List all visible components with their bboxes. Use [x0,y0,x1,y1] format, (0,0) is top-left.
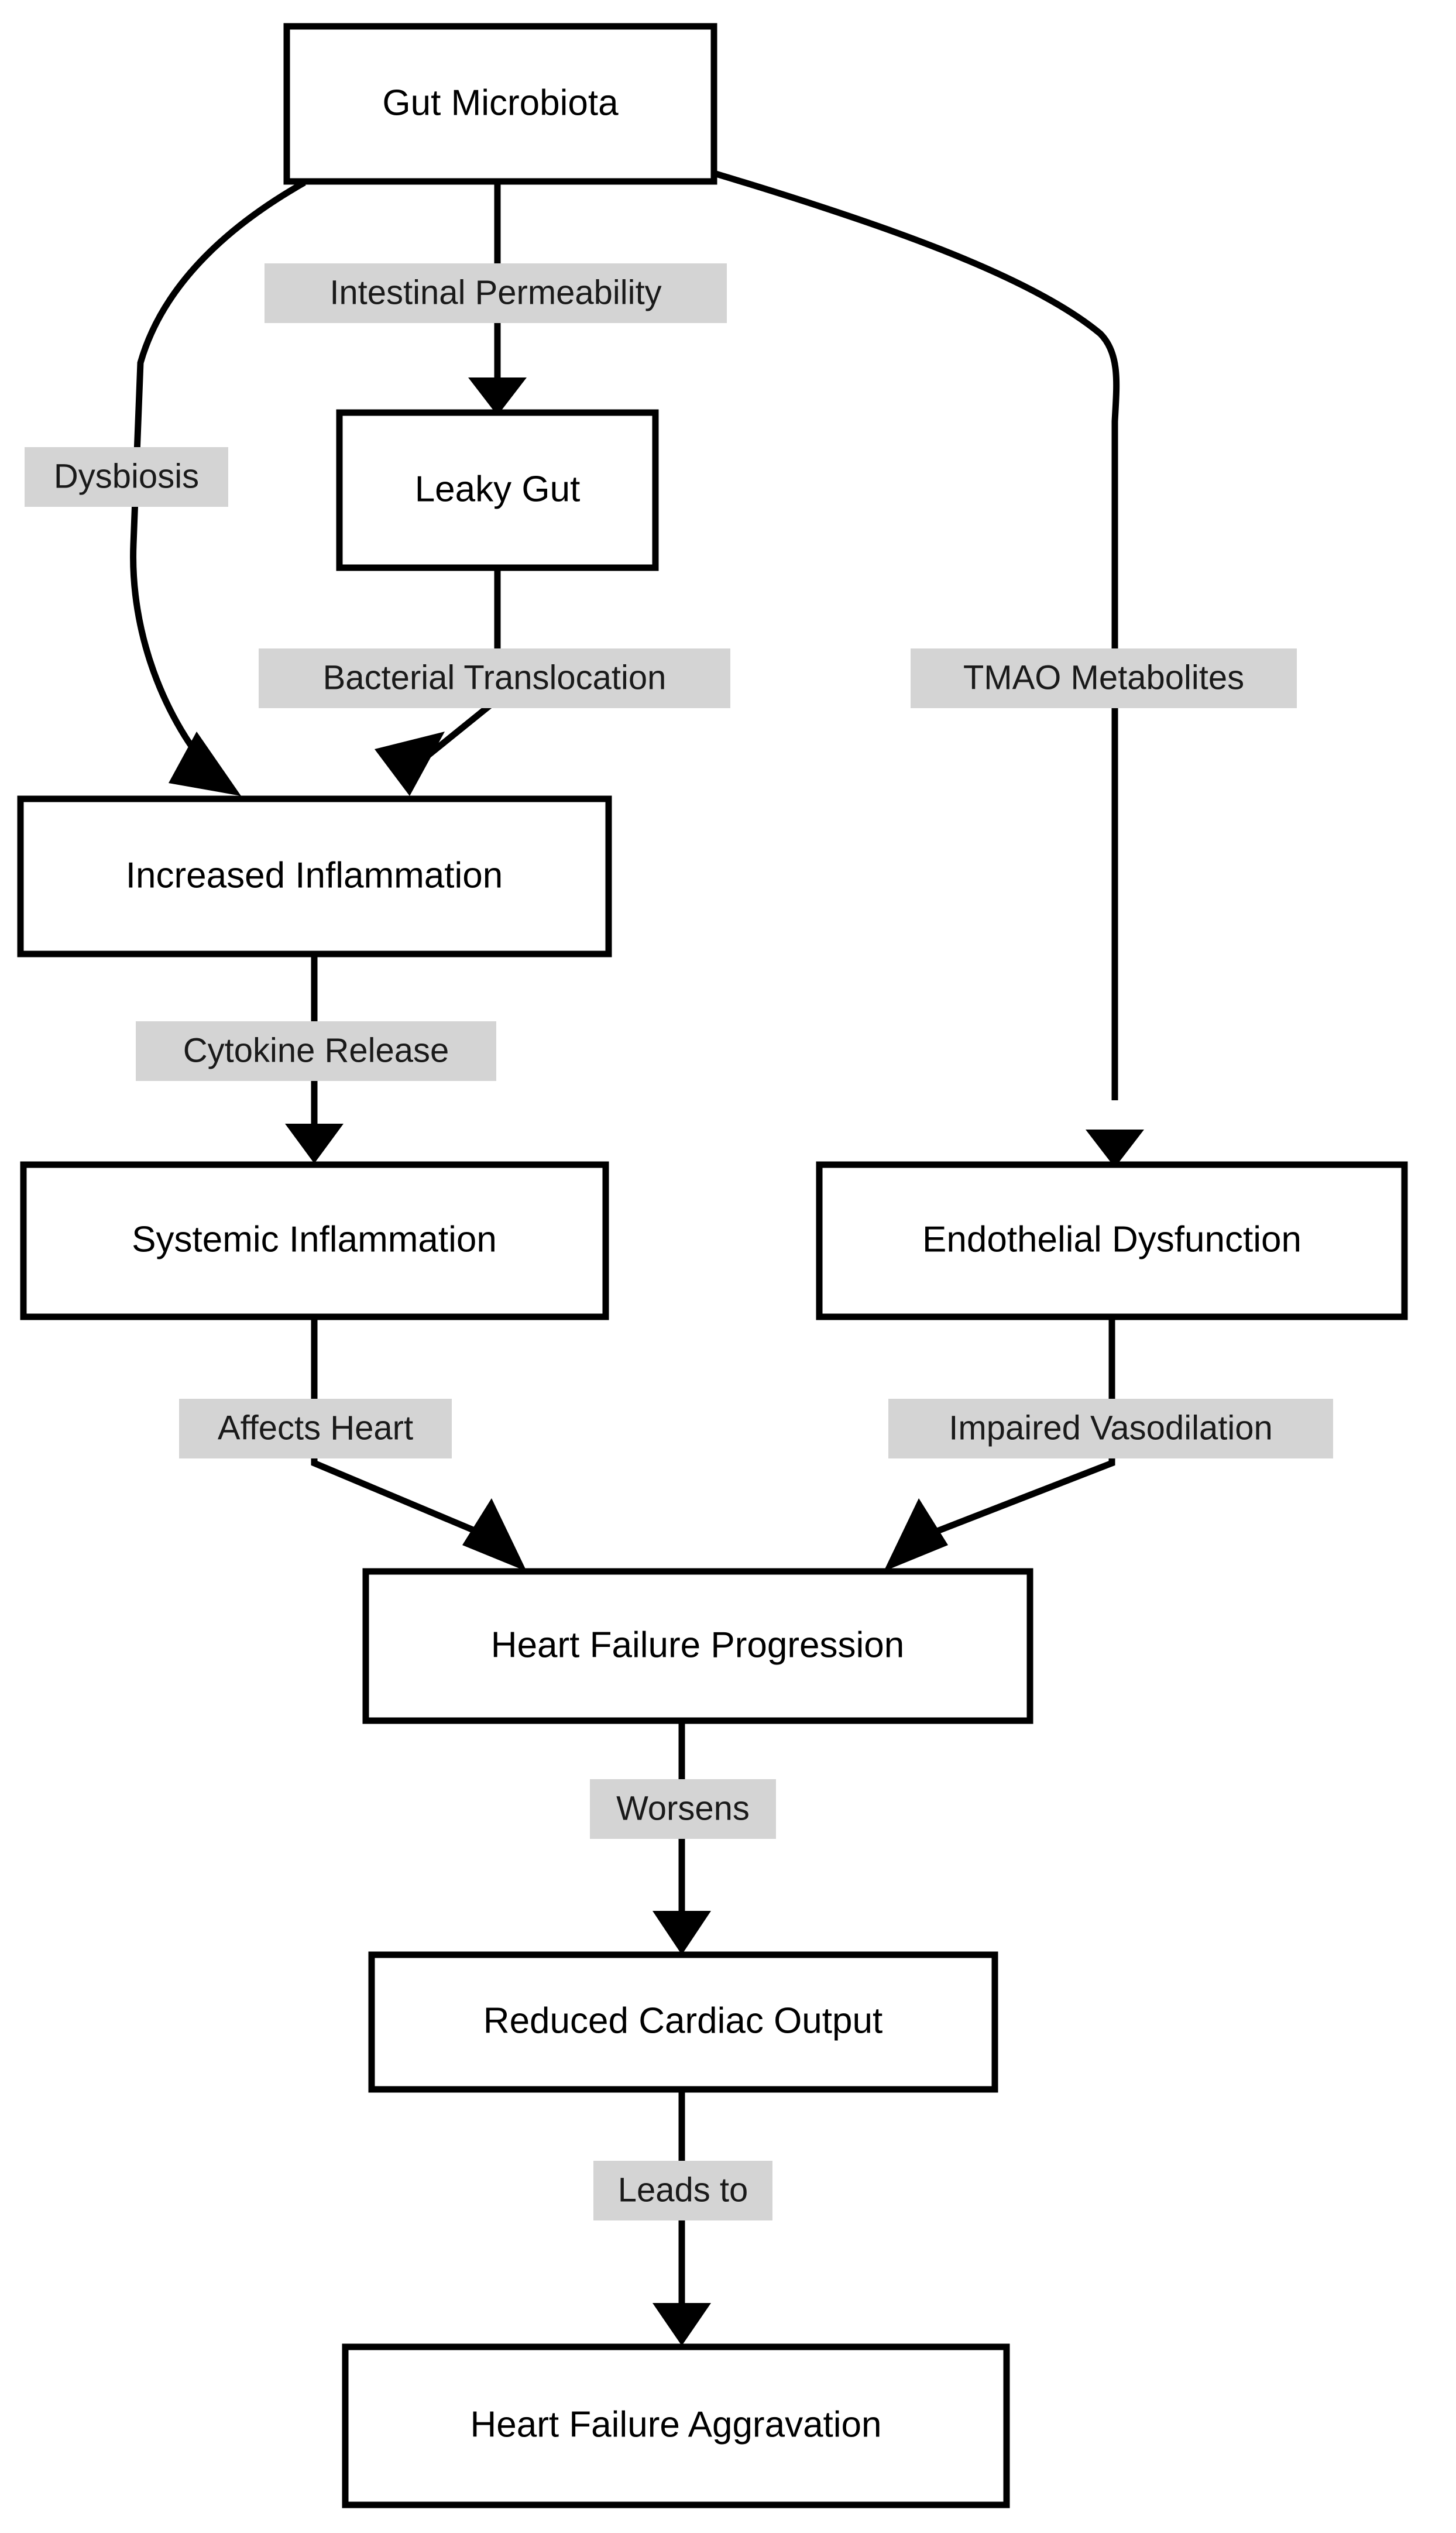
arrowhead-bacterial-translocation [375,732,445,796]
edge-affects-heart [311,1317,527,1571]
edge-label-cytokine-release: Cytokine Release [136,1021,496,1081]
edge-impaired-vasodilation [884,1317,1115,1571]
edge-label-text-impaired-vasodilation: Impaired Vasodilation [949,1409,1272,1447]
node-label-reduced-cardiac-output: Reduced Cardiac Output [483,2000,882,2041]
edge-label-intestinal-permeability: Intestinal Permeability [265,263,727,323]
edge-label-bg-affects-heart [179,1399,452,1458]
node-label-heart-failure-aggravation: Heart Failure Aggravation [470,2404,881,2445]
arrowhead-leads-to [653,2303,711,2346]
edge-label-bg-cytokine-release [136,1021,496,1081]
node-heart-failure-aggravation[interactable]: Heart Failure Aggravation [342,2343,1010,2508]
edge-label-bg-intestinal-permeability [265,263,727,323]
edge-label-text-worsens: Worsens [616,1789,750,1827]
arrowhead-tmao [1086,1130,1144,1168]
node-label-heart-failure-progression: Heart Failure Progression [491,1625,904,1665]
edge-tmao [713,170,1144,1168]
arrowhead-intestinal-permeability [468,377,527,416]
arrowhead-affects-heart [462,1498,527,1571]
arrowhead-impaired-vasodilation [884,1498,948,1571]
node-label-leaky-gut: Leaky Gut [415,469,581,509]
edge-label-text-affects-heart: Affects Heart [218,1409,413,1447]
edge-label-bg-bacterial-translocation [259,648,730,708]
edge-label-text-tmao: TMAO Metabolites [963,658,1244,696]
edge-label-bg-tmao [911,648,1297,708]
edge-label-text-dysbiosis: Dysbiosis [54,457,199,495]
arrowhead-cytokine-release [285,1124,344,1163]
nodes-layer: Gut Microbiota Leaky Gut Increased Infla… [17,23,1408,2508]
edge-label-impaired-vasodilation: Impaired Vasodilation [888,1399,1333,1458]
edge-label-bg-impaired-vasodilation [888,1399,1333,1458]
node-reduced-cardiac-output[interactable]: Reduced Cardiac Output [368,1951,998,2093]
edge-label-text-bacterial-translocation: Bacterial Translocation [323,658,667,696]
node-heart-failure-progression[interactable]: Heart Failure Progression [362,1568,1033,1724]
node-endothelial-dysfunction[interactable]: Endothelial Dysfunction [816,1161,1408,1320]
edge-label-affects-heart: Affects Heart [179,1399,452,1458]
node-label-increased-inflammation: Increased Inflammation [126,855,503,895]
edge-label-dysbiosis: Dysbiosis [25,447,228,507]
arrowhead-worsens [653,1911,711,1955]
edge-label-bacterial-translocation: Bacterial Translocation [259,648,730,708]
edge-label-worsens: Worsens [590,1779,776,1839]
node-gut-microbiota[interactable]: Gut Microbiota [283,23,717,185]
edge-label-text-intestinal-permeability: Intestinal Permeability [329,273,661,311]
arrowhead-dysbiosis [169,732,241,796]
edge-dysbiosis [130,180,306,796]
node-increased-inflammation[interactable]: Increased Inflammation [17,795,612,957]
edge-label-tmao: TMAO Metabolites [911,648,1297,708]
edge-label-text-leads-to: Leads to [618,2171,748,2209]
edge-labels-layer: Dysbiosis Intestinal Permeability TMAO M… [25,263,1333,2220]
node-leaky-gut[interactable]: Leaky Gut [336,409,659,571]
node-label-systemic-inflammation: Systemic Inflammation [132,1219,497,1259]
edge-label-bg-worsens [590,1779,776,1839]
edge-label-text-cytokine-release: Cytokine Release [183,1031,449,1069]
edge-label-bg-leads-to [593,2161,772,2220]
node-label-endothelial-dysfunction: Endothelial Dysfunction [922,1219,1302,1259]
edge-label-bg-dysbiosis [25,447,228,507]
edge-label-leads-to: Leads to [593,2161,772,2220]
node-systemic-inflammation[interactable]: Systemic Inflammation [20,1161,609,1320]
node-label-gut-microbiota: Gut Microbiota [382,83,619,123]
